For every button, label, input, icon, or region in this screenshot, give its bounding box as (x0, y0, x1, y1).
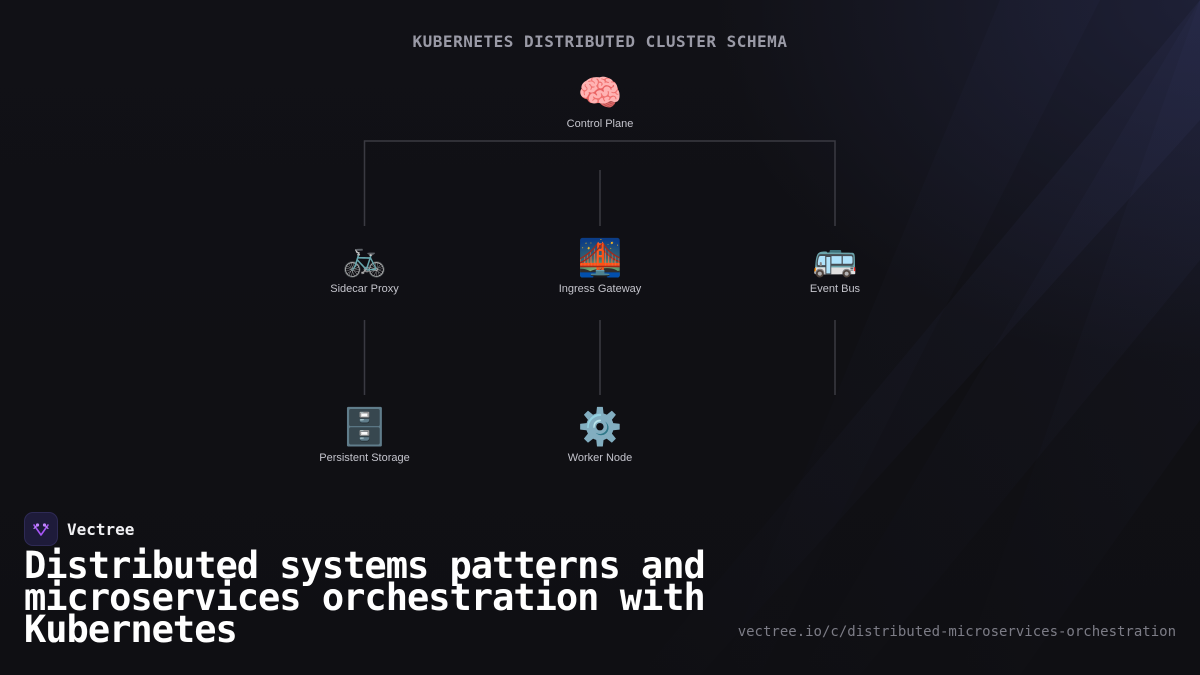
node-sidecar-proxy: 🚲 Sidecar Proxy (285, 237, 445, 295)
node-control-plane: 🧠 Control Plane (520, 72, 680, 130)
gear-icon: ⚙️ (577, 407, 623, 448)
node-label-control-plane: Control Plane (566, 118, 634, 130)
node-label-ingress-gateway: Ingress Gateway (558, 283, 642, 295)
node-event-bus: 🚌 Event Bus (755, 237, 915, 295)
brand-name: Vectree (67, 519, 135, 539)
node-label-worker-node: Worker Node (567, 452, 633, 464)
brain-icon: 🧠 (577, 73, 623, 114)
node-label-sidecar-proxy: Sidecar Proxy (330, 283, 399, 295)
file-cabinet-icon: 🗄️ (342, 407, 387, 448)
headline: Distributed systems patterns and microse… (24, 544, 706, 651)
node-ingress-gateway: 🌉 Ingress Gateway (520, 237, 680, 295)
node-label-event-bus: Event Bus (809, 283, 861, 295)
node-persistent-storage: 🗄️ Persistent Storage (285, 406, 445, 464)
bus-icon: 🚌 (812, 238, 858, 279)
page-url[interactable]: vectree.io/c/distributed-microservices-o… (737, 624, 1176, 640)
vectree-logo-icon (24, 512, 58, 546)
bridge-icon: 🌉 (577, 238, 623, 279)
node-label-persistent-storage: Persistent Storage (319, 452, 410, 464)
edge-control-plane-to-event-bus (600, 140, 836, 226)
node-worker-node: ⚙️ Worker Node (520, 406, 680, 464)
edge-control-plane-to-sidecar-proxy (363, 140, 600, 226)
bicycle-icon: 🚲 (342, 238, 387, 279)
brand: Vectree (24, 512, 134, 546)
diagram-title: KUBERNETES DISTRIBUTED CLUSTER SCHEMA (412, 32, 788, 51)
